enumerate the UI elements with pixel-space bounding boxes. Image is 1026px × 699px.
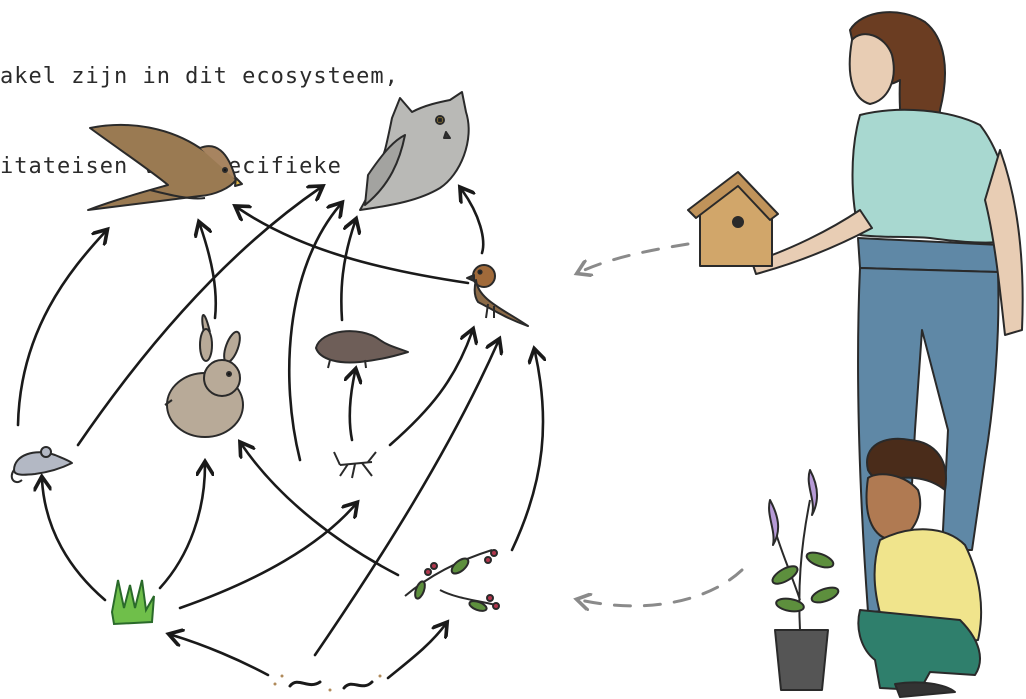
kestrel-icon [88, 125, 242, 210]
dashed-connectors [580, 244, 742, 606]
arrow-worms-to-berry [388, 625, 445, 678]
birdhouse-icon [688, 172, 778, 266]
rabbit-icon [165, 315, 243, 437]
arrow-worms-to-grass [172, 635, 268, 675]
arrow-grasshopper-to-owl [289, 205, 340, 460]
child-shoe [895, 682, 955, 697]
arrow-berry-to-robin [512, 352, 543, 550]
arrow-worms-to-robin [315, 342, 498, 655]
shrew-icon [316, 331, 408, 368]
berry-branch-icon [405, 550, 499, 613]
arrow-rabbit-to-kestrel [200, 225, 216, 318]
arrow-berry-to-rabbit [242, 445, 398, 575]
owl-icon [360, 92, 469, 210]
arrow-grass-to-rabbit [160, 465, 205, 588]
grass-icon [112, 580, 154, 624]
worms-icon [274, 675, 382, 692]
woman-face [850, 34, 894, 104]
woman-belt [858, 238, 1000, 272]
food-web-arrows [18, 188, 543, 678]
potted-plant-icon [769, 470, 840, 690]
dashed-plant-to-berries [580, 570, 742, 606]
arrow-grasshopper-to-shrew [350, 372, 355, 440]
arrow-grass-to-grasshopper [180, 505, 355, 608]
arrow-robin-to-owl [462, 190, 483, 253]
arrow-grass-to-mouse [42, 480, 105, 600]
child-pants [858, 610, 980, 690]
mouse-icon [12, 447, 72, 482]
arrow-shrew-to-owl [341, 222, 355, 320]
robin-icon [467, 265, 528, 326]
dashed-birdhouse-to-robin [580, 244, 688, 272]
grasshopper-icon [334, 452, 376, 478]
arrow-mouse-to-kestrel [18, 232, 105, 425]
arrow-robin-to-kestrel [238, 208, 468, 283]
